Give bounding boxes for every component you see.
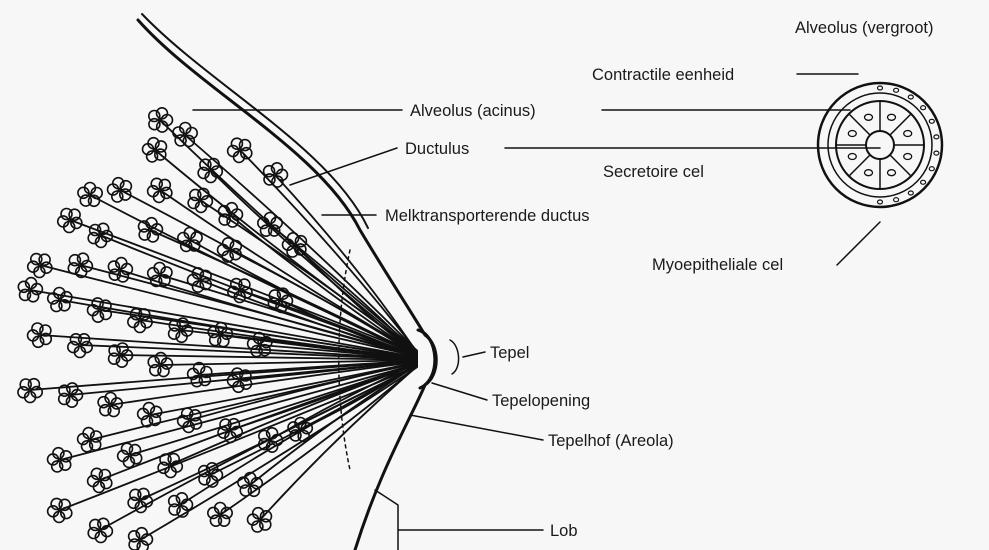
cell-wall — [849, 155, 870, 176]
label-nipple-opening: Tepelopening — [492, 392, 590, 410]
lobule-alveolus — [80, 195, 91, 206]
myoepithelial-nucleus — [934, 151, 939, 155]
bracket-nipple — [450, 340, 459, 374]
myoepithelial-nucleus — [929, 119, 934, 123]
label-secretory-cell: Secretoire cel — [603, 163, 704, 181]
cell-nucleus — [904, 131, 912, 137]
cell-wall — [890, 114, 911, 135]
lobule-alveolus — [240, 485, 251, 496]
myoepithelial-nucleus — [929, 167, 934, 171]
myoepithelial-nucleus — [921, 180, 926, 184]
myoepithelial-nucleus — [921, 106, 926, 110]
cell-nucleus — [848, 154, 856, 160]
myoepithelial-nucleus — [878, 86, 883, 90]
alveolus-enlarged-illustration — [818, 83, 942, 207]
lobule-clusters — [18, 108, 312, 550]
label-areola: Tepelhof (Areola) — [548, 432, 674, 450]
label-lobe: Lob — [550, 522, 578, 540]
cell-nucleus — [848, 131, 856, 137]
leader-lobe — [375, 490, 543, 550]
cell-nucleus — [888, 170, 896, 176]
cell-nucleus — [865, 114, 873, 120]
myoepithelial-nucleus — [894, 198, 899, 202]
lobule-alveolus — [260, 519, 271, 530]
label-alveolus-enlarged: Alveolus (vergroot) — [795, 19, 933, 37]
leader-ductulus — [290, 148, 397, 185]
label-alveolus-acinus: Alveolus (acinus) — [410, 102, 536, 120]
lobule-alveolus — [150, 365, 161, 376]
myoepithelial-nucleus — [894, 88, 899, 92]
label-contractile-unit: Contractile eenheid — [592, 66, 734, 84]
label-myoepithelial-cell: Myoepitheliale cel — [652, 256, 783, 274]
lobule-alveolus — [269, 290, 280, 301]
cell-nucleus — [888, 114, 896, 120]
leader-nipple — [463, 352, 485, 357]
lobule-alveolus — [90, 439, 101, 450]
lobule-alveolus — [169, 504, 180, 515]
cell-wall — [890, 155, 911, 176]
label-milk-duct: Melktransporterende ductus — [385, 207, 590, 225]
leader-myoepithelial — [837, 222, 880, 265]
leader-areola — [410, 415, 543, 440]
label-ductulus: Ductulus — [405, 140, 469, 158]
secretory-cell-walls — [836, 101, 924, 189]
duct — [60, 366, 417, 510]
myoepithelial-nucleus — [908, 95, 913, 99]
myoepithelial-nucleus — [878, 200, 883, 204]
cell-nucleus — [904, 154, 912, 160]
cell-wall — [849, 114, 870, 135]
cell-nucleus — [865, 170, 873, 176]
myoepithelial-nucleus — [908, 191, 913, 195]
breast-outline — [138, 20, 436, 550]
lobule-alveolus — [40, 325, 51, 336]
label-nipple: Tepel — [490, 344, 529, 362]
leader-nipple-opening — [432, 383, 487, 400]
myoepithelial-nucleus — [934, 135, 939, 139]
